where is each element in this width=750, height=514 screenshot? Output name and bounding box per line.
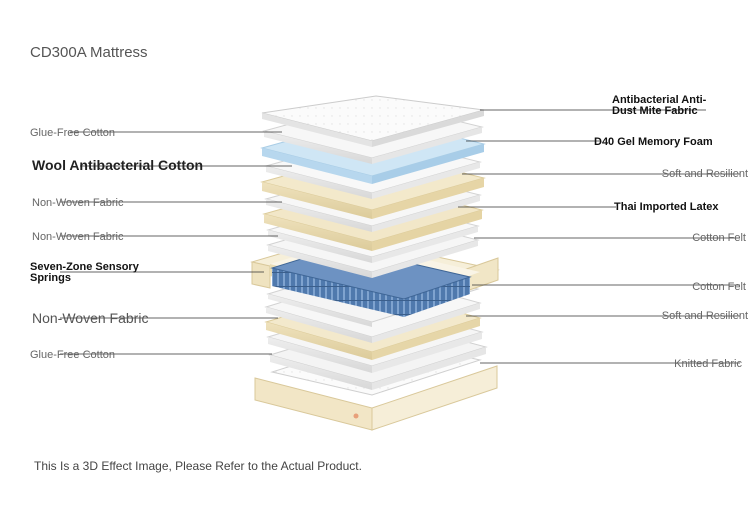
label-non-woven-fabric-1: Non-Woven Fabric: [32, 197, 124, 209]
label-cotton-felt-2: Cotton Felt: [692, 281, 746, 293]
label-non-woven-fabric-3: Non-Woven Fabric: [32, 310, 149, 326]
label-glue-free-cotton-top: Glue-Free Cotton: [30, 127, 115, 139]
label-d40-gel-memory-foam: D40 Gel Memory Foam: [594, 136, 713, 148]
label-antibacterial-anti-dust-mite-fabric: Antibacterial Anti-Dust Mite Fabric: [612, 94, 707, 117]
label-seven-zone-sensory-springs: Seven-Zone Sensory Springs: [30, 261, 139, 284]
leader-lines: [60, 109, 740, 364]
disclaimer-footnote: This Is a 3D Effect Image, Please Refer …: [34, 459, 362, 473]
label-cotton-felt-1: Cotton Felt: [692, 232, 746, 244]
page-title: CD300A Mattress: [30, 44, 148, 61]
label-thai-imported-latex: Thai Imported Latex: [614, 201, 719, 213]
label-wool-antibacterial-cotton: Wool Antibacterial Cotton: [32, 157, 204, 173]
label-soft-and-resilient-1: Soft and Resilient: [661, 168, 748, 180]
label-knitted-fabric: Knitted Fabric: [674, 358, 742, 370]
label-non-woven-fabric-2: Non-Woven Fabric: [32, 231, 124, 243]
label-glue-free-cotton-bottom: Glue-Free Cotton: [30, 349, 115, 361]
label-soft-and-resilient-2: Soft and Resilient: [661, 310, 748, 322]
upper-layers: [260, 95, 486, 278]
